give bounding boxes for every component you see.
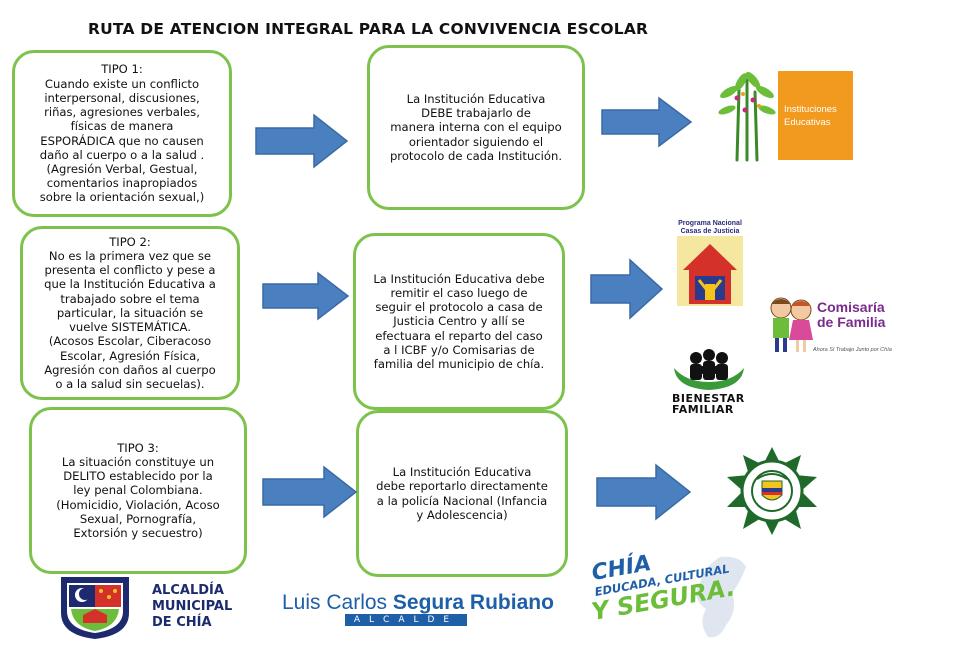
tipo2-box: TIPO 2: No es la primera vez que se pres… xyxy=(20,226,240,400)
accion1-line: DEBE trabajarlo de xyxy=(421,106,531,121)
tipo1-heading: TIPO 1: xyxy=(101,62,143,77)
tipo1-line: daño al cuerpo o a la salud . xyxy=(39,147,205,162)
bienestar-line: FAMILIAR xyxy=(672,403,734,416)
tipo1-line: físicas de manera xyxy=(70,119,174,134)
comisaria-subtitle: Ahora Sí Trabajo Junto por Chía xyxy=(813,347,892,353)
alcaldia-municipal-logo: ALCALDÍA MUNICIPAL DE CHÍA xyxy=(152,583,232,631)
accion1-line: orientador siguiendo el xyxy=(408,134,544,149)
accion3-line: a la policía Nacional (Infancia xyxy=(376,493,548,508)
tipo1-line: comentarios inapropiados xyxy=(46,176,198,191)
accion1-line: La Institución Educativa xyxy=(406,91,546,106)
alcaldia-line: DE CHÍA xyxy=(152,615,212,630)
accion2-line: Justicia Centro y allí se xyxy=(393,314,525,329)
accion2-box: La Institución Educativa debe remitir el… xyxy=(353,233,565,410)
instituciones-line: Educativas xyxy=(784,116,831,128)
arrow-tipo2 xyxy=(262,271,350,321)
tipo1-line: ESPORÁDICA que no causen xyxy=(40,133,204,148)
alcalde-name-logo: Luis Carlos Segura Rubiano xyxy=(282,591,554,615)
accion2-line: La Institución Educativa debe xyxy=(373,271,545,286)
alcaldia-line: ALCALDÍA xyxy=(152,583,224,598)
bienestar-line: BIENESTAR xyxy=(672,392,745,405)
tipo3-line: DELITO establecido por la xyxy=(63,469,213,484)
arrow-accion1 xyxy=(601,96,693,148)
tipo3-line: ley penal Colombiana. xyxy=(73,483,203,498)
accion1-line: protocolo de cada Institución. xyxy=(389,148,563,163)
page-title: RUTA DE ATENCION INTEGRAL PARA LA CONVIV… xyxy=(88,20,649,38)
accion2-line: seguir el protocolo a casa de xyxy=(375,300,543,315)
accion3-line: La Institución Educativa xyxy=(392,465,532,480)
tipo1-line: sobre la orientación sexual,) xyxy=(39,190,205,205)
accion2-line: a l ICBF y/o Comisarias de xyxy=(383,342,535,357)
alcaldia-line: MUNICIPAL xyxy=(152,599,233,614)
tipo1-line: riñas, agresiones verbales, xyxy=(44,105,200,120)
accion1-box: La Institución Educativa DEBE trabajarlo… xyxy=(367,45,585,210)
tipo2-line: Agresión con daños al cuerpo xyxy=(44,362,216,377)
house-icon xyxy=(677,236,743,306)
arrow-tipo3 xyxy=(262,465,358,519)
tipo3-box: TIPO 3: La situación constituye un DELIT… xyxy=(29,407,247,574)
chia-slogan-logo: CHÍA EDUCADA, CULTURAL Y SEGURA. xyxy=(589,551,739,626)
arrow-accion3 xyxy=(596,463,692,521)
tipo2-line: Escolar, Agresión Física, xyxy=(60,348,200,363)
accion1-line: manera interna con el equipo xyxy=(390,120,562,135)
tipo2-line: particular, la situación se xyxy=(56,305,204,320)
tipo2-line: presenta el conflicto y pese a xyxy=(44,263,216,278)
casas-title-line: Programa Nacional xyxy=(678,220,742,227)
tipo3-line: (Homicidio, Violación, Acoso xyxy=(56,497,220,512)
chia-shield-icon xyxy=(61,577,129,639)
alcalde-first-name: Luis Carlos xyxy=(282,591,393,614)
tipo2-line: trabajado sobre el tema xyxy=(60,291,200,306)
tipo1-line: Cuando existe un conflicto xyxy=(44,76,200,91)
accion2-line: remitir el caso luego de xyxy=(390,285,528,300)
tipo2-line: (Acosos Escolar, Ciberacoso xyxy=(48,334,212,349)
accion3-line: debe reportarlo directamente xyxy=(376,479,548,494)
tipo2-line: vuelve SISTEMÁTICA. xyxy=(69,320,191,335)
bienestar-familiar-logo: BIENESTAR FAMILIAR xyxy=(672,393,745,415)
tipo1-line: interpersonal, discusiones, xyxy=(44,90,200,105)
accion3-line: y Adolescencia) xyxy=(416,507,508,522)
instituciones-educativas-logo: Instituciones Educativas xyxy=(778,71,853,160)
tipo3-line: Extorsión y secuestro) xyxy=(73,526,203,540)
chia-map-icon xyxy=(696,556,746,638)
policia-nacional-seal-icon xyxy=(727,447,817,535)
accion2-line: familia del municipio de chía. xyxy=(373,357,545,371)
tipo2-line: o a la salud sin secuelas). xyxy=(55,376,205,391)
tipo2-line: que la Institución Educativa a xyxy=(44,277,216,292)
casas-de-justicia-logo: Programa Nacional Casas de Justicia xyxy=(677,220,743,308)
alcalde-label: ALCALDE xyxy=(345,614,467,626)
comisaria-de-familia-logo: Comisaría de Familia xyxy=(817,300,885,330)
comisaria-line: de Familia xyxy=(817,314,886,330)
accion3-box: La Institución Educativa debe reportarlo… xyxy=(356,410,568,577)
comisaria-line: Comisaría xyxy=(817,299,885,315)
tipo3-line: La situación constituye un xyxy=(61,454,215,469)
casas-title-line: Casas de Justicia xyxy=(680,228,740,235)
children-icon xyxy=(770,297,813,352)
tipo3-line: Sexual, Pornografía, xyxy=(79,511,197,526)
tipo2-heading: TIPO 2: xyxy=(109,234,151,249)
tipo1-line: (Agresión Verbal, Gestual, xyxy=(46,161,198,176)
tipo1-box: TIPO 1: Cuando existe un conflicto inter… xyxy=(12,50,232,217)
bamboo-icon xyxy=(718,71,776,162)
alcalde-last-name: Segura Rubiano xyxy=(392,591,554,614)
tipo3-heading: TIPO 3: xyxy=(117,440,159,455)
arrow-tipo1 xyxy=(255,113,349,169)
arrow-accion2 xyxy=(590,258,664,320)
instituciones-line: Instituciones xyxy=(784,103,837,115)
accion2-line: efectuara el reparto del caso xyxy=(375,328,543,343)
family-hands-icon xyxy=(674,349,744,390)
tipo2-line: No es la primera vez que se xyxy=(48,249,212,264)
